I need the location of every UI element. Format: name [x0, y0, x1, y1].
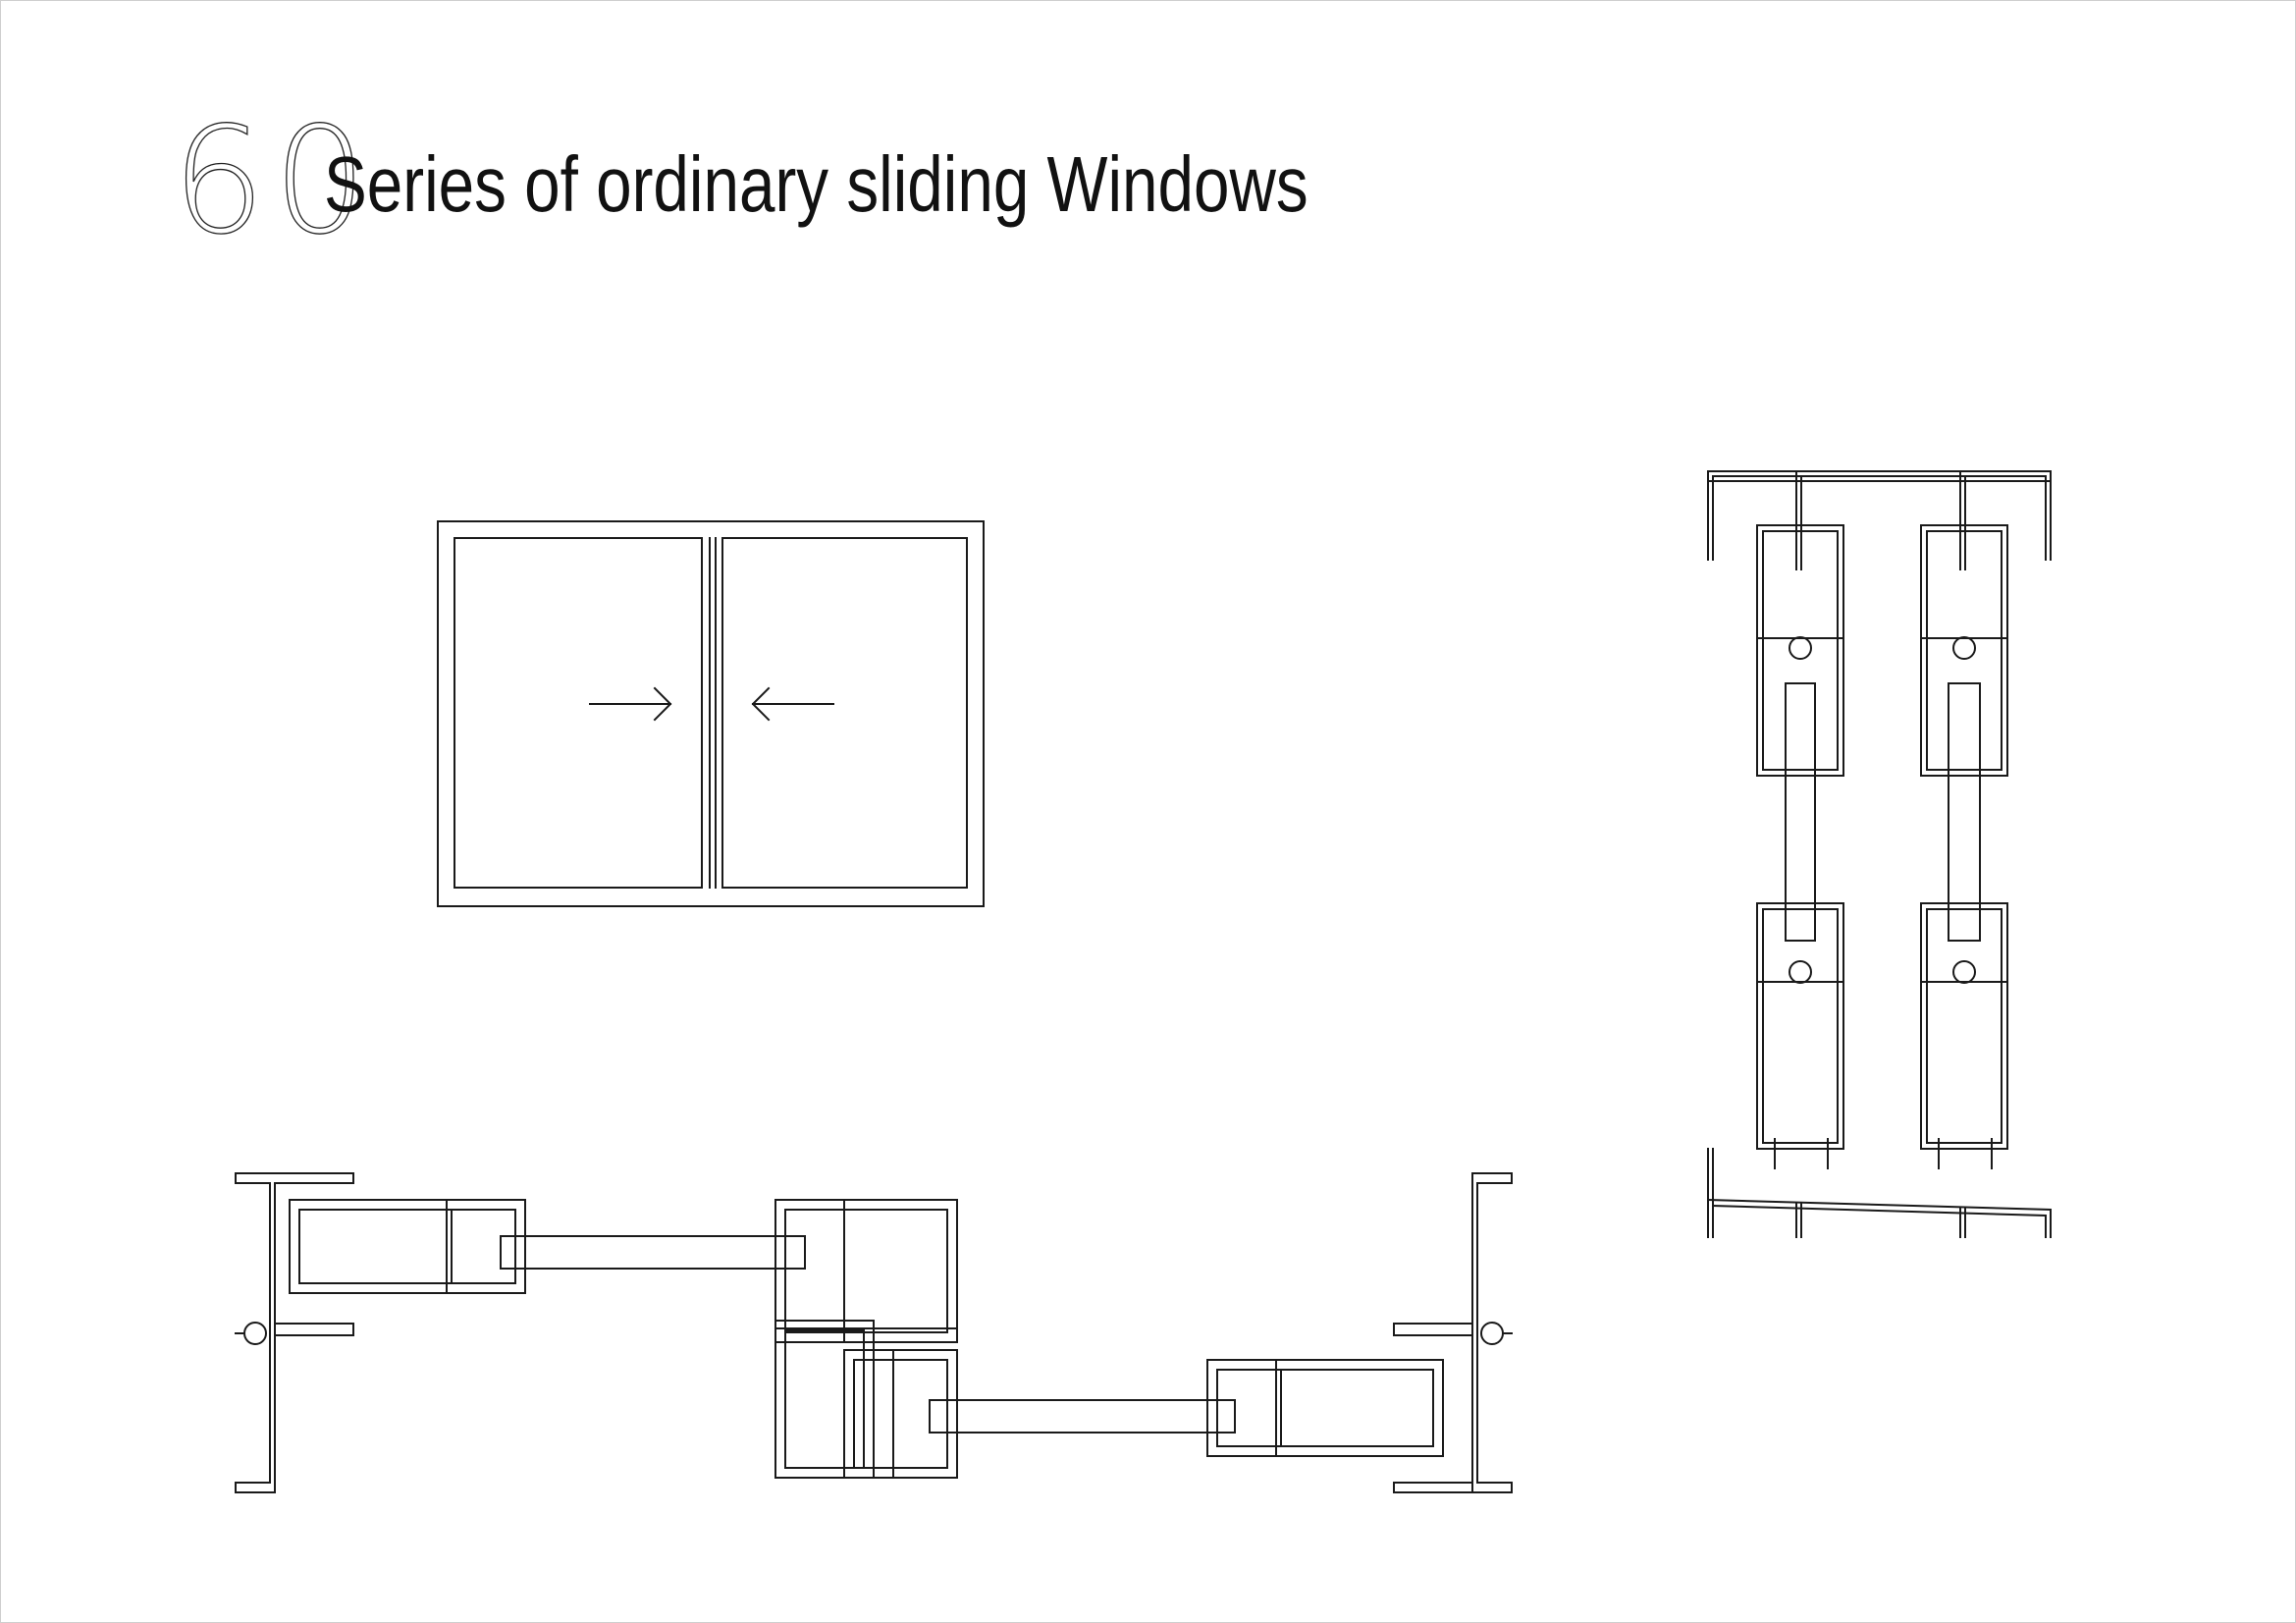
head-frame-profile	[1707, 470, 2052, 570]
arrow-left-icon	[751, 686, 834, 722]
left-sash	[454, 537, 703, 889]
glass-right	[929, 1399, 1236, 1434]
lower-rail-right	[1920, 902, 2008, 1169]
interlock-profile	[774, 1199, 958, 1479]
sill-frame-profile	[1706, 1148, 2052, 1238]
glass-pane-left	[1785, 682, 1816, 942]
lower-rail-left	[1756, 902, 1844, 1169]
left-sash-profile	[289, 1199, 526, 1294]
right-sash	[721, 537, 968, 889]
series-number: 60	[171, 96, 375, 267]
outer-frame	[437, 520, 985, 907]
upper-rail-left	[1756, 524, 1844, 777]
horizontal-section-drawing	[235, 1172, 1513, 1493]
window-elevation	[437, 520, 985, 907]
right-jamb-profile	[1393, 1172, 1513, 1493]
page-title: Series of ordinary sliding Windows	[324, 140, 1308, 228]
vertical-section-drawing	[1706, 470, 2052, 1238]
left-jamb-profile	[235, 1172, 354, 1493]
arrow-right-icon	[589, 686, 672, 722]
right-sash-profile	[1206, 1359, 1444, 1457]
glass-pane-right	[1948, 682, 1981, 942]
upper-rail-right	[1920, 524, 2008, 777]
glass-left	[500, 1235, 806, 1270]
